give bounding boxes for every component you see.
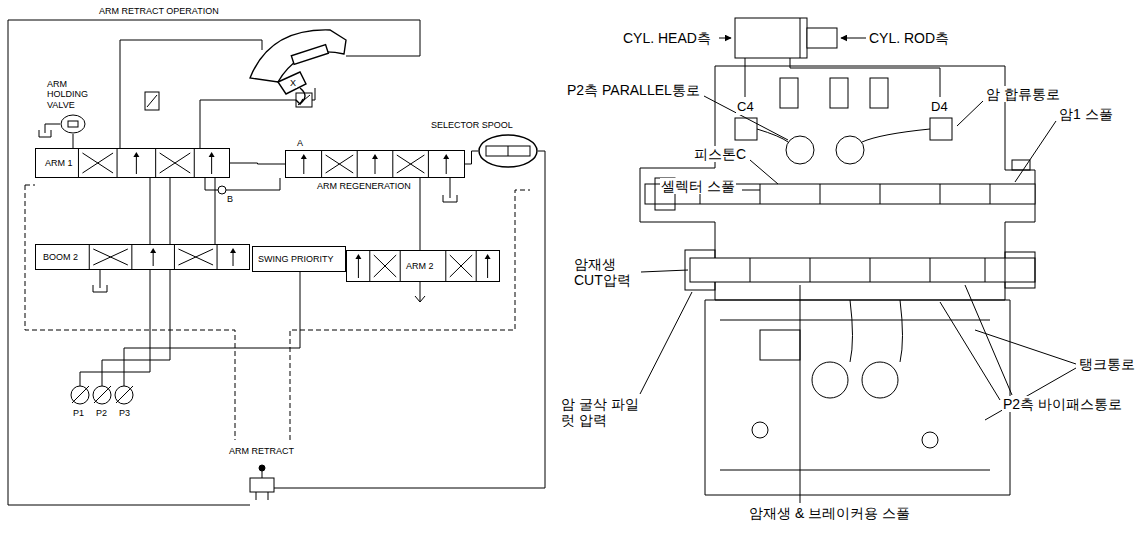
- valve-label: ARM 1: [44, 158, 74, 168]
- part-label: D4: [930, 100, 949, 115]
- schematic-label: X: [289, 78, 297, 88]
- hydraulic-line: [73, 134, 74, 148]
- valve-shape: [60, 114, 86, 134]
- part-label: 암 굴삭 파일럿 압력: [560, 396, 642, 428]
- part-label: 탱크통로: [1078, 356, 1136, 372]
- schematic-label: ARM RETRACT OPERATION: [98, 6, 220, 16]
- excavator-arm-illustration: [250, 30, 346, 104]
- part-label: 셀렉터 스풀: [660, 178, 736, 194]
- valve-label: BOOM 2: [42, 252, 79, 262]
- valve-shape: [286, 151, 464, 177]
- part-label: P2측 바이패스통로: [1002, 396, 1123, 412]
- valve-label: SWING PRIORITY: [257, 254, 335, 264]
- hydraulic-lines: [8, 20, 545, 505]
- valve-shape: [478, 134, 538, 168]
- part-label: 암1 스풀: [1058, 106, 1114, 122]
- valve-symbol: ARM HOLDING VALVE: [60, 114, 86, 134]
- spool-valve: BOOM 2: [35, 244, 250, 270]
- part-label: 암 합류통로: [985, 86, 1061, 102]
- spool-valve: ARM 1: [35, 148, 230, 178]
- schematic-label: B: [226, 194, 234, 204]
- leader-lines: [640, 38, 1076, 503]
- part-label: CYL. HEAD측: [622, 30, 712, 46]
- part-label: 암재생 CUT압력: [573, 256, 641, 288]
- spool-valve: ARM REGENERATION: [285, 150, 465, 178]
- valve-symbol: SELECTOR SPOOL: [478, 134, 538, 168]
- hydraulic-line: [230, 163, 285, 164]
- schematic-label: ARM RETRACT: [228, 446, 295, 456]
- part-label: C4: [736, 100, 755, 115]
- schematic-label: P3: [118, 408, 131, 418]
- schematic-label: A: [296, 138, 304, 148]
- valve-label: ARM HOLDING VALVE: [46, 79, 96, 110]
- part-label: 암재생 & 브레이커용 스풀: [748, 505, 911, 521]
- spool-valve: SWING PRIORITY: [252, 246, 346, 272]
- valve-label: ARM REGENERATION: [316, 181, 412, 191]
- spool-valve: ARM 2: [346, 250, 500, 282]
- valve-label: ARM 2: [405, 261, 435, 271]
- hydraulic-line: [465, 151, 478, 164]
- part-label: 피스톤C: [693, 146, 747, 162]
- part-label: P2측 PARALLEL통로: [566, 82, 701, 98]
- valve-label: SELECTOR SPOOL: [430, 120, 514, 130]
- part-label: CYL. ROD측: [868, 30, 950, 46]
- schematic-label: P2: [95, 408, 108, 418]
- schematic-label: P1: [72, 408, 85, 418]
